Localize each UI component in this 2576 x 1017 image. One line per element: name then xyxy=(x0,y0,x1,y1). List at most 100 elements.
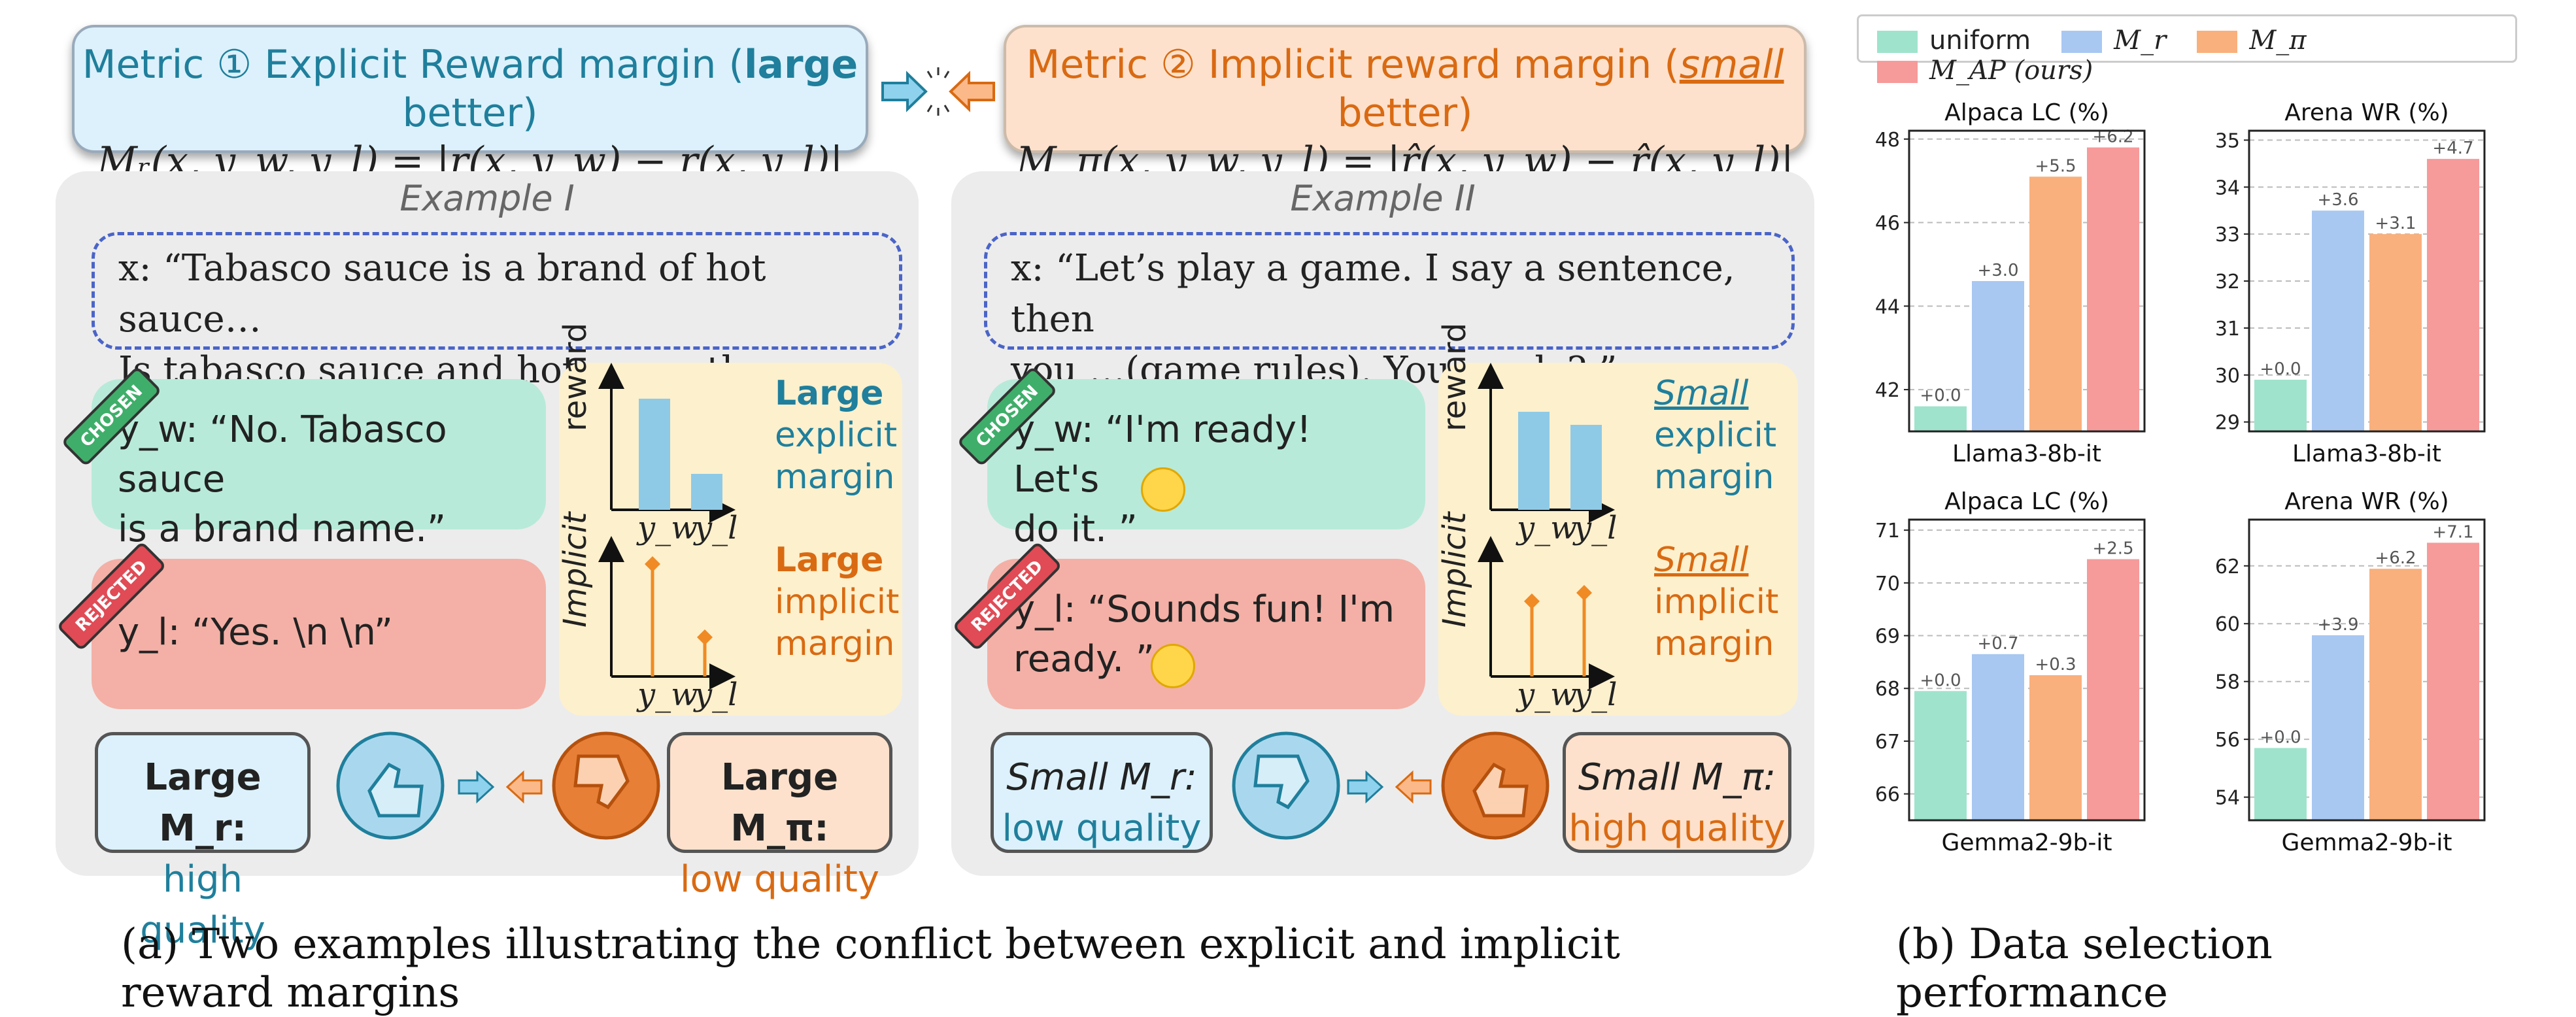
y-tick-label: 30 xyxy=(2215,365,2240,388)
example2-rejected-response: y_l: “Sounds fun! I'm ready. ” xyxy=(987,559,1425,709)
chart-frame xyxy=(1908,129,2146,433)
example2-title: Example II xyxy=(1290,178,1476,219)
example1-chosen-response: y_w: “No. Tabasco sauce is a brand name.… xyxy=(92,379,546,550)
chart-xlabel: Llama3-8b-it xyxy=(2292,441,2441,467)
conflict-arrows-ex2-icon xyxy=(1347,770,1432,804)
bar-2 xyxy=(2029,675,2082,820)
y-tick-label: 46 xyxy=(1875,212,1900,235)
bar-1 xyxy=(2312,635,2364,820)
example1-yw-label-1: y_w xyxy=(637,510,698,546)
example2-implicit-bubble: Small M_π: high quality xyxy=(1563,732,1791,853)
bar-data-label: +0.0 xyxy=(1920,386,1961,406)
bar-2 xyxy=(2369,569,2422,820)
chart-xlabel: Llama3-8b-it xyxy=(1952,441,2101,467)
bar-0 xyxy=(1914,691,1967,820)
bar-1 xyxy=(1972,654,2024,820)
y-tick-label: 31 xyxy=(2215,318,2240,341)
y-tick-label: 42 xyxy=(1875,379,1900,402)
bar-data-label: +0.3 xyxy=(2035,655,2076,675)
example1-explicit-bubble-line1: Large M_r: xyxy=(98,752,307,854)
example2-yw-label-1: y_w xyxy=(1517,510,1578,546)
legend-item-uniform: uniform xyxy=(1877,25,2031,56)
example2-margin-plots xyxy=(1478,363,1615,690)
y-tick-label: 68 xyxy=(1875,678,1900,701)
legend-item-mpi: M_π xyxy=(2197,25,2307,56)
metric2-title: Metric ② Implicit reward margin (small b… xyxy=(1006,41,1804,137)
example2-implicit-bubble-quality: high quality xyxy=(1568,807,1786,850)
bar-data-label: +0.0 xyxy=(1920,671,1961,690)
example1-explicit-label-1: Large xyxy=(775,374,884,413)
example1-implicit-label-2: implicit xyxy=(775,582,900,622)
legend-swatch-map xyxy=(1877,61,1918,83)
bar-2 xyxy=(2369,234,2422,431)
bar-data-label: +0.0 xyxy=(2260,727,2301,747)
example2-rejected-line2: ready. ” xyxy=(1013,638,1155,680)
example2-yl-label-2: y_l xyxy=(1574,676,1618,713)
bar-1 xyxy=(2312,210,2364,431)
bar-0 xyxy=(2254,748,2307,820)
example1-yl-label-2: y_l xyxy=(694,676,738,713)
example1-explicit-label-3: margin xyxy=(775,458,895,497)
metric1-title-pre: Metric ① Explicit Reward margin ( xyxy=(82,42,744,88)
example2-chosen-response: y_w: “I'm ready! Let's do it. ” xyxy=(987,379,1425,550)
ex2-reward-bar-yw xyxy=(1518,412,1550,510)
thumbs-up-icon-2 xyxy=(1438,729,1553,846)
example2-explicit-label: Small explicit margin xyxy=(1654,373,1776,498)
conflict-arrows-ex2 xyxy=(1347,765,1432,813)
example1-implicit-bubble-title: Large M_π: xyxy=(720,756,839,850)
y-tick-label: 60 xyxy=(2215,613,2240,636)
chart-xlabel: Gemma2-9b-it xyxy=(1942,829,2112,856)
y-tick-label: 71 xyxy=(1875,520,1900,542)
bar-data-label: +3.1 xyxy=(2375,214,2416,233)
chart-frame xyxy=(2248,129,2486,433)
example1-implicit-bubble-quality: low quality xyxy=(680,858,879,901)
example1-prompt: x: “Tabasco sauce is a brand of hot sauc… xyxy=(92,232,902,442)
conflict-arrows-ex1 xyxy=(458,765,543,813)
y-tick-label: 56 xyxy=(2215,729,2240,752)
example2-yw-label-2: y_w xyxy=(1517,676,1578,713)
chart-legend: uniform M_r M_π M_AP (ours) xyxy=(1857,14,2517,86)
example1-implicit-bubble: Large M_π: low quality xyxy=(667,732,892,901)
example2-implicit-label-3: margin xyxy=(1654,624,1774,663)
bar-data-label: +7.1 xyxy=(2432,522,2473,542)
y-tick-label: 34 xyxy=(2215,176,2240,199)
ex1-implicit-yw-marker xyxy=(645,556,660,572)
bar-2 xyxy=(2029,176,2082,431)
metric2-title-em: small xyxy=(1679,42,1784,88)
chart-title: Arena WR (%) xyxy=(2284,488,2449,515)
y-tick-label: 35 xyxy=(2215,129,2240,152)
bar-0 xyxy=(2254,379,2307,431)
conflict-arrows-ex1-icon xyxy=(458,770,543,804)
example1-reward-axis-label: reward xyxy=(557,322,594,431)
example1-explicit-label-2: explicit xyxy=(775,416,898,455)
bar-3 xyxy=(2427,159,2479,431)
example1-explicit-bubble-title: Large M_r: xyxy=(144,756,262,850)
y-tick-label: 54 xyxy=(2215,787,2240,810)
example2-chosen-line2: do it. ” xyxy=(1013,508,1138,550)
example1-margin-panel xyxy=(559,363,902,716)
example1-explicit-bubble-quality: high quality xyxy=(140,858,265,952)
example2-chosen-line1: y_w: “I'm ready! Let's xyxy=(1013,408,1312,501)
example1-yw-label-2: y_w xyxy=(637,676,698,713)
legend-item-mr: M_r xyxy=(2061,25,2166,56)
example2-prompt-line1: x: “Let’s play a game. I say a sentence,… xyxy=(1011,247,1735,341)
legend-swatch-mr xyxy=(2061,31,2103,53)
y-tick-label: 33 xyxy=(2215,224,2240,246)
legend-label-mpi: M_π xyxy=(2249,25,2307,56)
example2-explicit-label-2: explicit xyxy=(1654,416,1777,455)
smile-emoji-icon-2 xyxy=(1151,644,1195,688)
example2-implicit-axis-label: Implicit xyxy=(1436,512,1473,627)
bar-data-label: +4.7 xyxy=(2432,139,2473,158)
metric2-title-pre: Metric ② Implicit reward margin ( xyxy=(1026,42,1680,88)
example1-implicit-bubble-line1: Large M_π: xyxy=(670,752,889,854)
thumbs-down-icon xyxy=(549,729,664,846)
metric2-title-post: better) xyxy=(1337,90,1473,136)
caption-a: (a) Two examples illustrating the confli… xyxy=(121,920,1620,1017)
example1-yl-label-1: y_l xyxy=(694,510,738,546)
example2-implicit-label: Small implicit margin xyxy=(1654,539,1778,665)
example2-implicit-label-1: Small xyxy=(1654,541,1749,580)
example1-chosen-line1: y_w: “No. Tabasco sauce xyxy=(118,408,447,501)
example2-yl-label-1: y_l xyxy=(1574,510,1618,546)
